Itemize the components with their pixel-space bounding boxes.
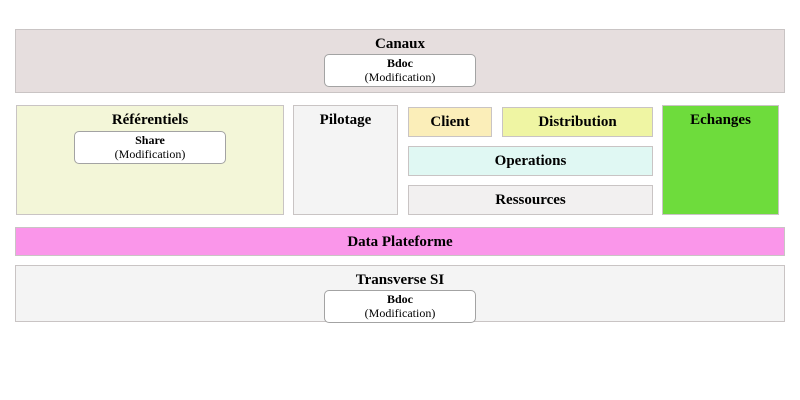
block-echanges-title: Echanges (690, 112, 751, 128)
block-pilotage: Pilotage (293, 105, 398, 215)
card-bdoc-canaux-subtitle: (Modification) (364, 70, 436, 84)
block-canaux-title: Canaux (374, 36, 426, 52)
block-data-plateforme-title: Data Plateforme (347, 233, 453, 250)
block-operations-title: Operations (494, 153, 567, 169)
block-transverse-si: Transverse SI Bdoc (Modification) (15, 265, 785, 323)
card-bdoc-transverse: Bdoc (Modification) (324, 290, 476, 323)
card-share-subtitle: (Modification) (114, 147, 186, 161)
block-referentiels-title: Référentiels (111, 112, 189, 128)
block-referentiels: Référentiels Share (Modification) (16, 105, 284, 215)
card-share-title: Share (135, 133, 165, 147)
block-pilotage-title: Pilotage (319, 112, 372, 128)
card-bdoc-canaux: Bdoc (Modification) (324, 54, 476, 87)
block-ressources-title: Ressources (495, 192, 566, 208)
card-bdoc-canaux-title: Bdoc (386, 56, 413, 70)
block-echanges: Echanges (662, 105, 779, 215)
card-bdoc-transverse-subtitle: (Modification) (364, 306, 436, 320)
block-transverse-si-title: Transverse SI (355, 272, 445, 288)
block-client-title: Client (430, 114, 470, 130)
block-distribution: Distribution (502, 107, 653, 137)
block-client: Client (408, 107, 492, 137)
card-share-referentiels: Share (Modification) (74, 131, 226, 164)
block-distribution-title: Distribution (538, 114, 617, 130)
block-ressources: Ressources (408, 185, 653, 215)
block-data-plateforme: Data Plateforme (15, 227, 785, 256)
block-operations: Operations (408, 146, 653, 176)
block-canaux: Canaux Bdoc (Modification) (15, 29, 785, 93)
card-bdoc-transverse-title: Bdoc (386, 292, 413, 306)
